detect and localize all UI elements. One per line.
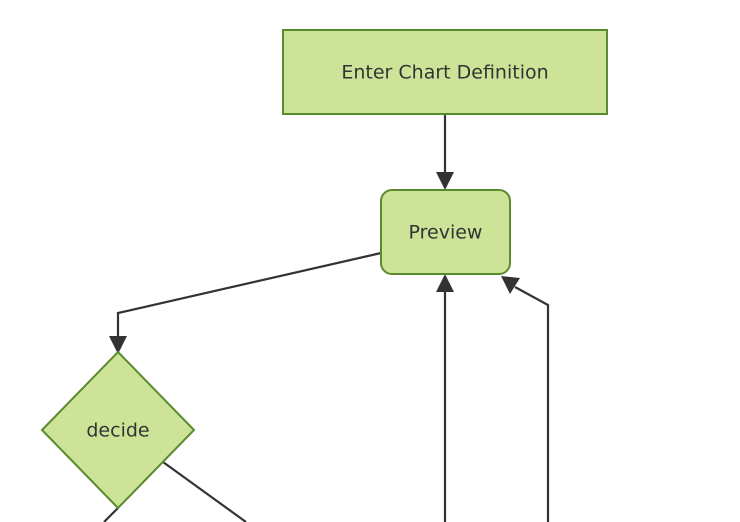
edge-layer <box>103 114 550 522</box>
edge-decide-bottom-out <box>103 507 119 522</box>
node-rectangle-shape[interactable] <box>282 29 608 115</box>
edge-enter-to-preview <box>436 114 454 190</box>
edge-into-preview-bottom-vertical <box>436 274 454 522</box>
arrowhead-icon <box>109 336 127 354</box>
edge-decide-right-out <box>162 461 247 522</box>
node-enter-chart-definition[interactable]: Enter Chart Definition <box>282 29 608 115</box>
edge-preview-to-decide <box>109 251 382 354</box>
edge-line <box>103 507 119 522</box>
node-label-enter-chart-definition: Enter Chart Definition <box>341 62 548 84</box>
arrowhead-icon <box>501 276 520 294</box>
edge-line <box>514 286 550 522</box>
node-diamond-shape[interactable] <box>40 350 196 510</box>
arrowhead-icon <box>436 172 454 190</box>
edge-line <box>162 461 247 522</box>
arrowhead-icon <box>436 274 454 292</box>
edge-into-preview-bottom-diagonal <box>501 276 550 522</box>
node-layer: Enter Chart Definition Preview decide <box>40 29 608 510</box>
node-decide[interactable]: decide <box>40 350 196 510</box>
node-label-decide: decide <box>86 420 149 442</box>
edge-line <box>116 251 382 339</box>
node-label-preview: Preview <box>409 222 483 244</box>
node-preview[interactable]: Preview <box>380 189 511 275</box>
node-rounded-rectangle-shape[interactable] <box>380 189 511 275</box>
